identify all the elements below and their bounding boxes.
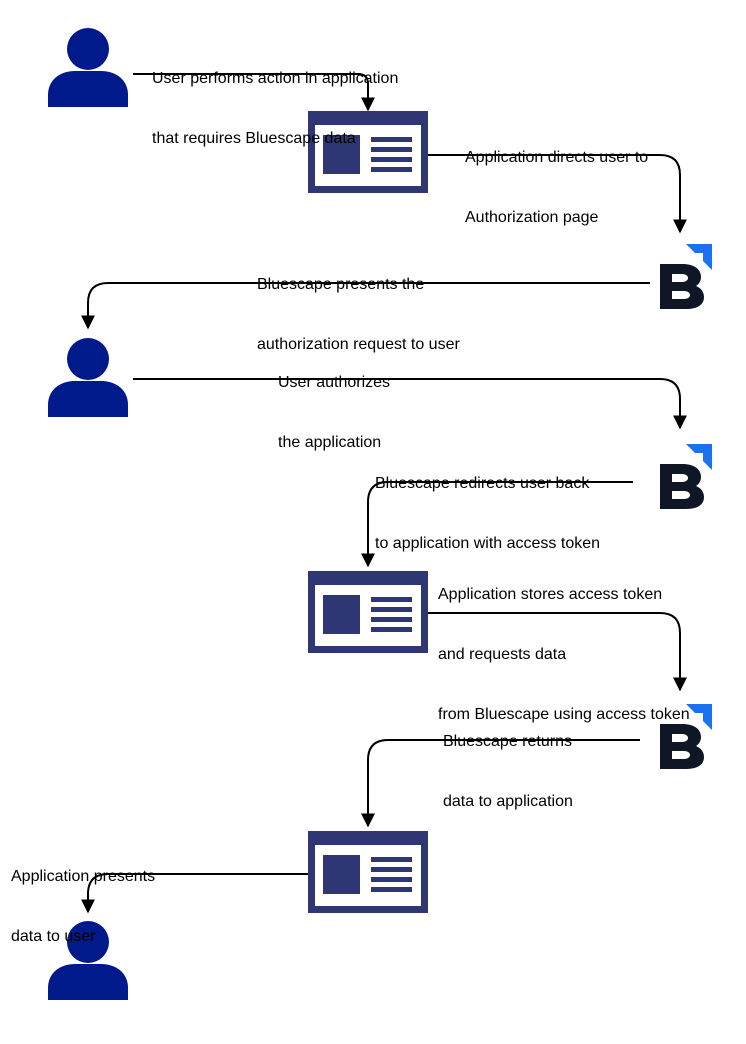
step-3-line-2: authorization request to user [257, 336, 460, 353]
step-3-line-1: Bluescape presents the [257, 276, 425, 293]
step-8-line-2: data to user [11, 928, 96, 945]
step-2-line-1: Application directs user to [465, 149, 649, 166]
connector-step-7 [361, 739, 640, 828]
step-1-line-1: User performs action in application [152, 70, 399, 87]
connector-step-8 [81, 873, 310, 914]
step-5-line-2: to application with access token [375, 535, 601, 552]
connector-step-1 [133, 73, 375, 112]
user-icon [48, 28, 128, 107]
step-4-line-1: User authorizes [278, 374, 391, 391]
application-window-icon [308, 571, 428, 653]
step-1-line-2: that requires Bluescape data [152, 130, 356, 147]
application-window-icon [308, 831, 428, 913]
step-3-label: Bluescape presents the authorization req… [257, 235, 460, 375]
step-4-line-2: the application [278, 434, 382, 451]
step-5-line-1: Bluescape redirects user back [375, 475, 590, 492]
user-icon [48, 338, 128, 417]
step-1-label: User performs action in application that… [152, 29, 398, 169]
step-2-label: Application directs user to Authorizatio… [465, 108, 648, 248]
step-7-line-1: Bluescape returns [443, 733, 572, 750]
step-8-label: Application presents data to user [11, 827, 155, 967]
step-6-line-3: from Bluescape using access token [438, 706, 690, 723]
connector-step-6 [428, 612, 687, 692]
bluescape-logo [660, 444, 712, 509]
connector-step-5 [361, 481, 633, 568]
bluescape-logo [660, 244, 712, 309]
step-6-label: Application stores access token and requ… [438, 545, 690, 745]
step-5-label: Bluescape redirects user back to applica… [375, 434, 600, 574]
step-2-line-2: Authorization page [465, 209, 599, 226]
connector-step-3 [81, 282, 650, 330]
step-4-label: User authorizes the application [278, 333, 390, 473]
step-6-line-2: and requests data [438, 646, 567, 663]
connector-step-2 [428, 154, 687, 234]
step-7-line-2: data to application [443, 793, 573, 810]
step-6-line-1: Application stores access token [438, 586, 663, 603]
step-8-line-1: Application presents [11, 868, 156, 885]
connector-step-4 [133, 378, 687, 430]
step-7-label: Bluescape returns data to application [443, 692, 573, 832]
